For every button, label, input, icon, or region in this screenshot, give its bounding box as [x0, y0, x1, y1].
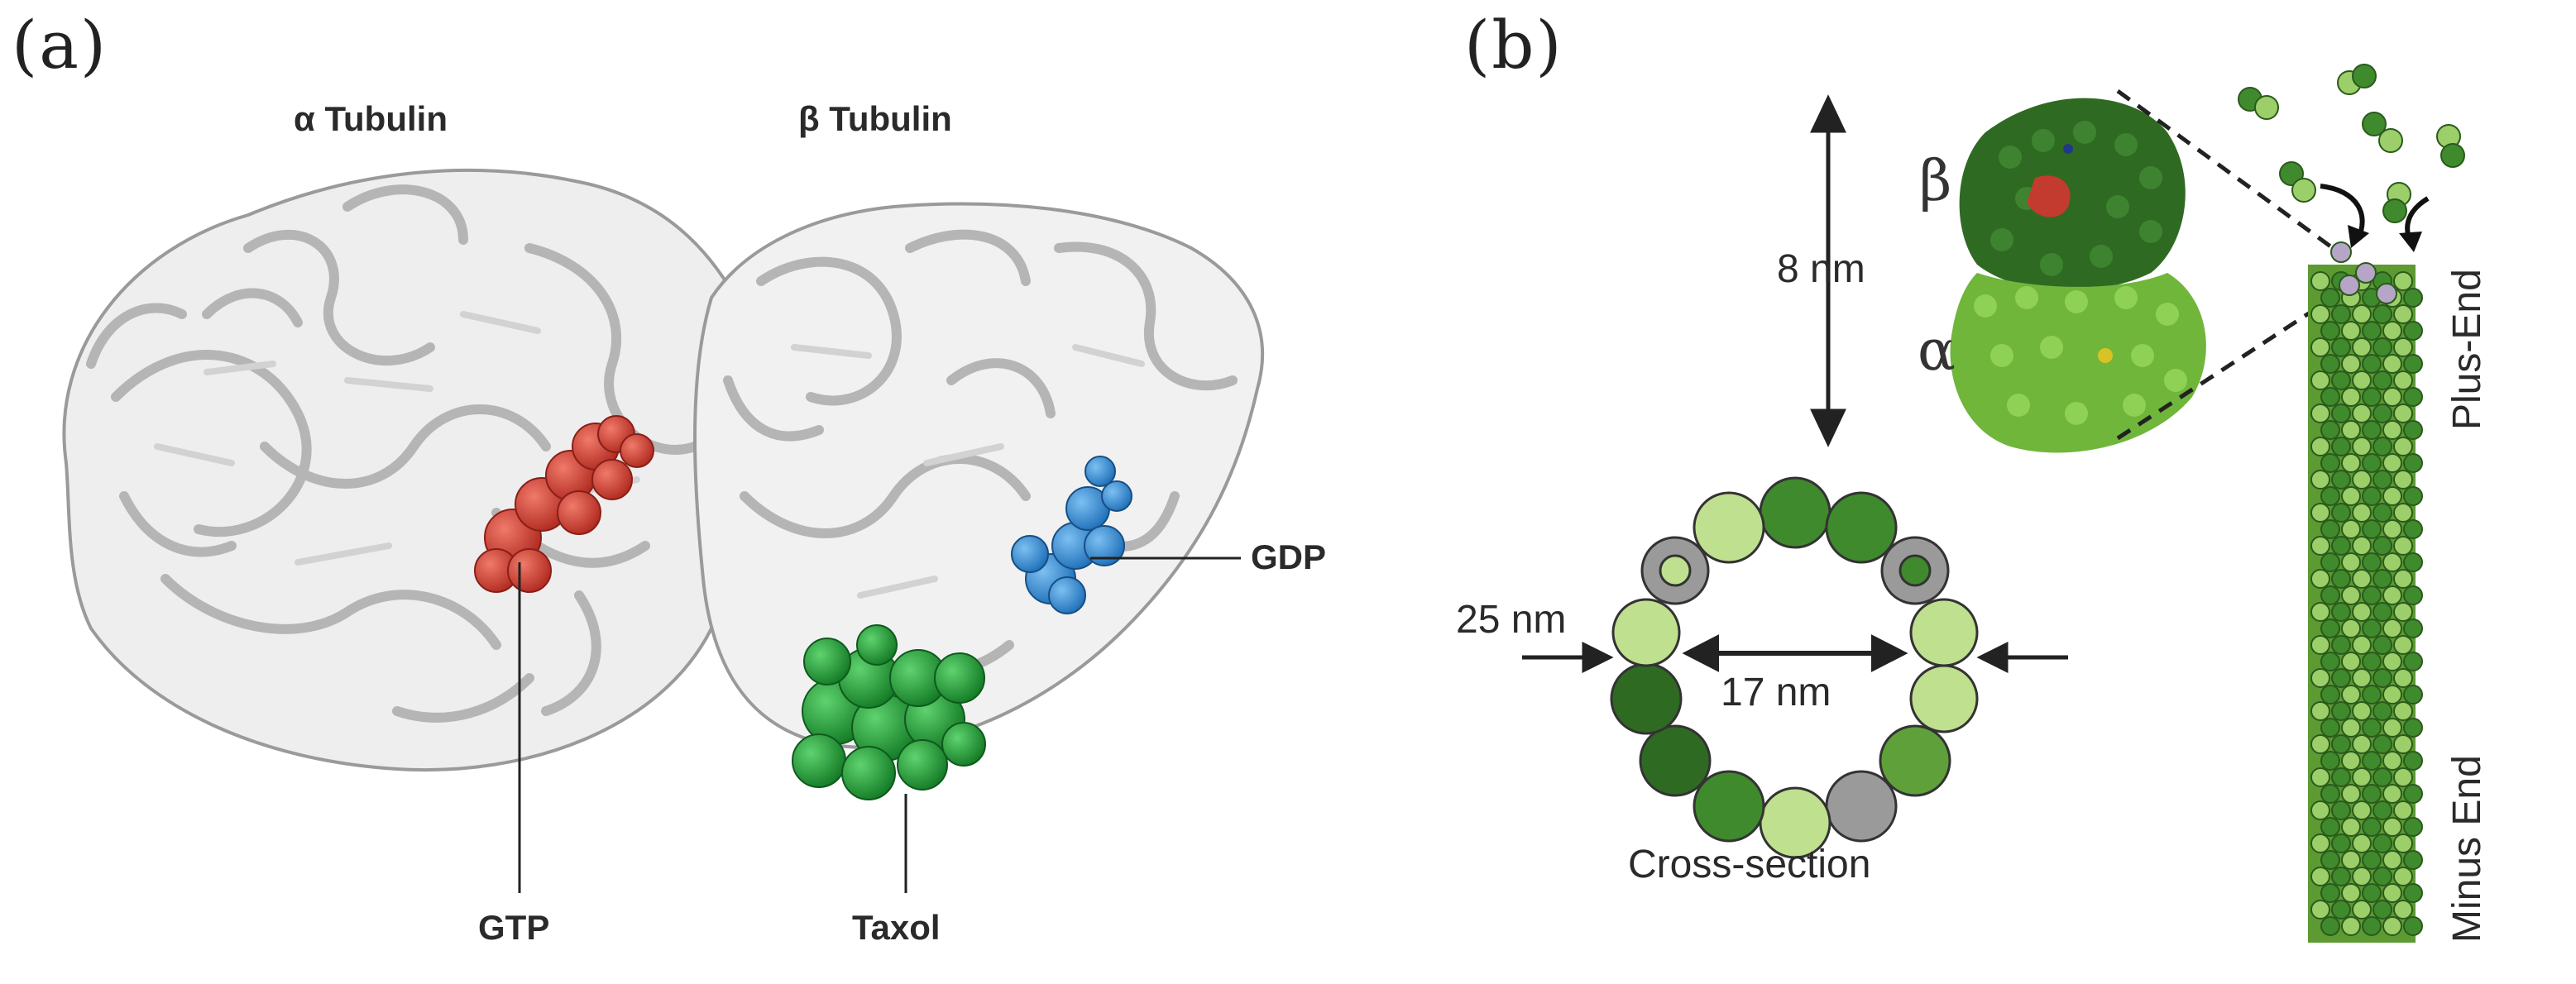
outer-diameter-label: 25 nm [1456, 598, 1567, 642]
beta-tubulin-ribbon [693, 202, 1265, 749]
gdp-molecule [1011, 456, 1132, 614]
gdp-label: GDP [1251, 537, 1327, 576]
plus-end-label: Plus-End [2445, 269, 2489, 430]
beta-symbol: β [1919, 149, 1952, 214]
alpha-subunit [1950, 273, 2206, 453]
zoom-lines [2116, 88, 2334, 441]
minus-end-label: Minus End [2445, 755, 2489, 943]
leader-lines [518, 556, 1241, 893]
beta-subunit [1959, 98, 2186, 291]
taxol-label: Taxol [852, 908, 941, 947]
cross-section-label: Cross-section [1628, 843, 1871, 886]
panel-a-label: (a) [12, 7, 108, 84]
alpha-symbol: α [1918, 318, 1956, 384]
gtp-molecule [474, 415, 654, 593]
outer-diameter-arrows [1522, 641, 2068, 674]
beta-tubulin-title: β Tubulin [798, 99, 952, 138]
panel-b-label: (b) [1464, 7, 1563, 84]
gtp-label: GTP [478, 908, 550, 947]
free-dimers [2238, 64, 2465, 304]
height-arrow [1810, 94, 1846, 447]
inner-diameter-label: 17 nm [1721, 671, 1831, 714]
alpha-tubulin-ribbon [62, 168, 768, 771]
cross-section-ring [1610, 476, 1979, 859]
height-label: 8 nm [1777, 247, 1865, 291]
alpha-tubulin-title: α Tubulin [294, 99, 448, 138]
microtubule-beads [2310, 271, 2423, 936]
taxol-molecule [792, 624, 986, 800]
inner-diameter-arrow [1682, 634, 1908, 672]
